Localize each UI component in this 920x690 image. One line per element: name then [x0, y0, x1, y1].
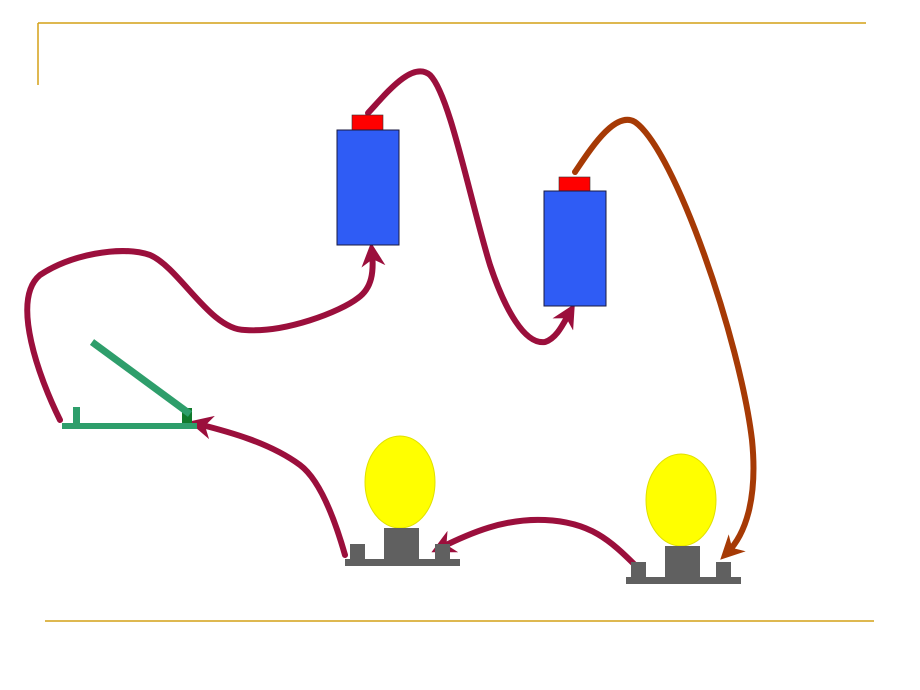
switch-left-post — [73, 407, 80, 423]
bulb-1-left-post — [350, 544, 365, 560]
battery-1-body — [336, 129, 400, 246]
knife-switch — [62, 339, 197, 429]
bulb-1-glass — [364, 435, 436, 529]
switch-base — [62, 423, 197, 429]
battery-2-terminal — [558, 176, 591, 193]
bulb-2-right-post — [716, 562, 731, 578]
bulb-2-base — [626, 577, 741, 584]
switch-lever — [89, 339, 193, 417]
bulb-2-glass — [645, 453, 717, 547]
battery-2-body — [543, 190, 607, 307]
light-bulb-1 — [345, 435, 460, 566]
battery-1 — [336, 114, 400, 246]
bulb-1-socket — [384, 528, 419, 560]
battery-2 — [543, 176, 607, 307]
bulb-2-socket — [665, 546, 700, 578]
slide-frame — [37, 22, 874, 622]
bulb-1-right-post — [435, 544, 450, 560]
wire-bulb-1-to-switch — [188, 415, 348, 558]
wires — [24, 68, 757, 570]
wire-battery-1-to-battery-2 — [365, 68, 575, 346]
bulb-2-left-post — [631, 562, 646, 578]
wire-switch-to-battery-1 — [24, 242, 386, 423]
battery-1-terminal — [351, 114, 384, 131]
light-bulb-2 — [626, 453, 741, 584]
bulb-1-base — [345, 559, 460, 566]
wire-bulb-2-to-bulb-1 — [431, 516, 640, 570]
wire-battery-2-to-bulb-2 — [572, 116, 757, 560]
